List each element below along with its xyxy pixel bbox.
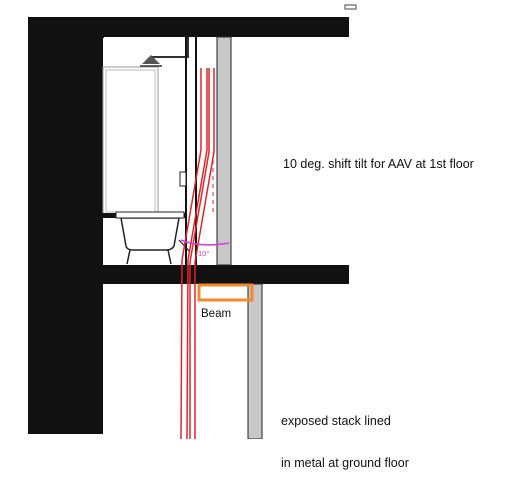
left-wall — [28, 17, 104, 434]
stack-note: exposed stack lined in metal at ground f… — [281, 386, 409, 484]
soil-stack — [180, 68, 215, 439]
section-drawing: 10° — [28, 4, 357, 439]
shower-head — [142, 55, 160, 64]
corner-mark — [344, 4, 357, 10]
bath-rim — [115, 211, 185, 219]
beam-label: Beam — [201, 308, 232, 320]
shower-screen — [102, 66, 159, 216]
stack-note-line-2: in metal at ground floor — [281, 456, 409, 470]
bath-foot-right — [167, 249, 172, 265]
angle-label: 10° — [198, 249, 209, 258]
shower-screen-inner — [105, 69, 156, 213]
beam-outline — [197, 283, 254, 302]
lining-wall-lower — [247, 283, 263, 439]
stack-line-2 — [186, 68, 208, 439]
angle-marker-arc — [180, 239, 230, 246]
shower-arm — [152, 37, 189, 58]
stack-line-3 — [189, 68, 210, 439]
mixer-valve — [179, 171, 187, 187]
stack-note-line-1: exposed stack lined — [281, 414, 391, 428]
aav-shift-note: 10 deg. shift tilt for AAV at 1st floor — [283, 157, 474, 171]
stack-line-4 — [194, 68, 215, 439]
bath-foot-left — [126, 249, 131, 265]
stack-line-1 — [180, 68, 202, 439]
first-floor-slab — [101, 265, 349, 284]
roof-slab — [28, 17, 349, 37]
bath-tub — [120, 217, 180, 251]
lining-wall-upper — [216, 36, 232, 266]
